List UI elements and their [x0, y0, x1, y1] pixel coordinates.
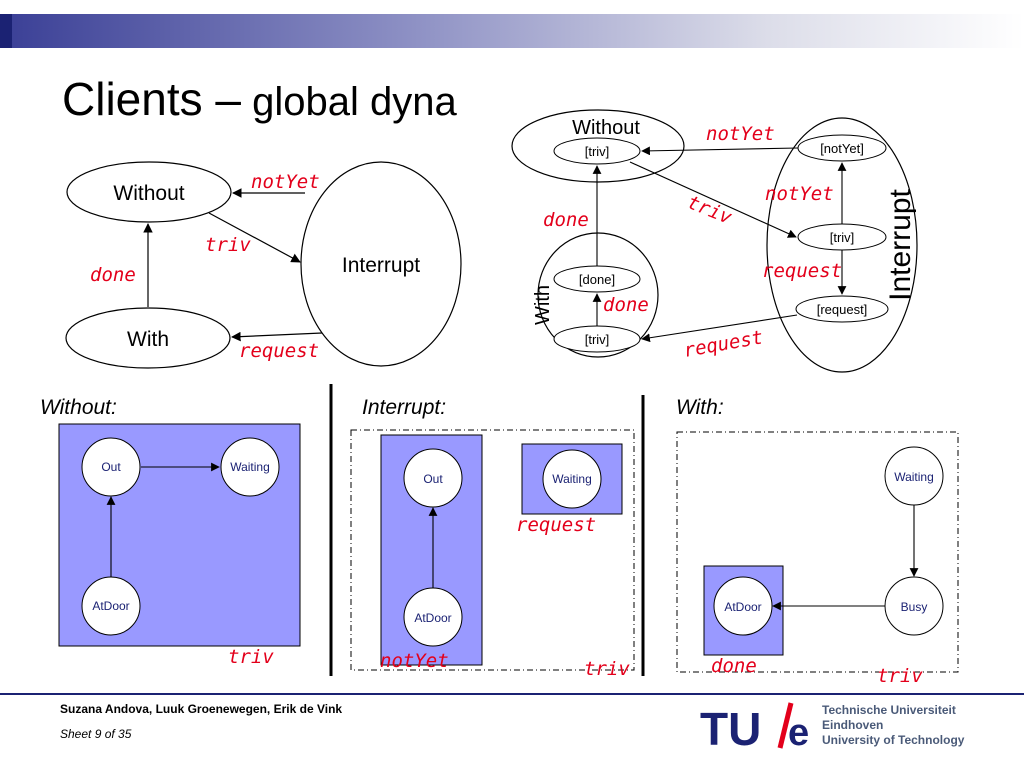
label-detail-request-right: request [762, 260, 842, 282]
node-waiting [542, 449, 602, 509]
panel-without: Without: Out Waiting AtDoor triv [40, 396, 301, 668]
label-panel-interrupt-notyet: notYet [380, 650, 449, 672]
node-out-label: Out [423, 472, 443, 486]
node-atdoor-label: AtDoor [724, 600, 761, 614]
node-triv-without-label: [triv] [585, 144, 610, 159]
node-atdoor-label: AtDoor [414, 611, 451, 625]
state-without [66, 161, 232, 223]
tue-logo-mark: TU [700, 703, 761, 754]
node-waiting-label: Waiting [894, 470, 934, 484]
slide-title: Clients – global dyna [62, 72, 457, 126]
footer-authors: Suzana Andova, Luuk Groenewegen, Erik de… [60, 702, 343, 716]
arrow-detail-notyet-top [641, 146, 799, 156]
arrow-detail-triv [629, 161, 797, 238]
state-interrupt [300, 161, 462, 367]
label-detail-triv: triv [684, 191, 735, 229]
label-panel-without-triv: triv [228, 646, 274, 668]
node-triv-interrupt-label: [triv] [830, 230, 855, 245]
detailed-dynamics-diagram: Without [triv] With [done] [triv] Interr… [511, 109, 918, 373]
panel-with: With: Waiting Busy AtDoor done triv [676, 396, 959, 687]
label-panel-interrupt-request: request [516, 514, 596, 536]
region-with-label: With [532, 285, 554, 325]
header-gradient-bar [0, 14, 1024, 48]
node-atdoor-label: AtDoor [92, 599, 129, 613]
label-triv: triv [205, 234, 251, 256]
node-triv-with-label: [triv] [585, 332, 610, 347]
node-waiting [220, 437, 280, 497]
node-atdoor [81, 576, 141, 636]
tue-line-3: University of Technology [822, 733, 965, 747]
label-detail-request-bottom: request [682, 326, 765, 362]
tue-logo-text: Technische Universiteit Eindhoven Univer… [822, 703, 964, 748]
node-out-label: Out [101, 460, 121, 474]
node-out [403, 448, 463, 508]
state-without-label: Without [113, 182, 184, 205]
panel-interrupt-frame [350, 429, 635, 671]
node-atdoor [713, 576, 773, 636]
state-with [65, 307, 231, 369]
label-detail-done-left: done [543, 209, 589, 231]
region-interrupt-label: Interrupt [884, 188, 917, 300]
state-with-label: With [127, 328, 169, 351]
label-panel-with-triv: triv [877, 665, 923, 687]
node-triv-without [553, 137, 641, 165]
node-out [81, 437, 141, 497]
label-panel-with-done: done [711, 655, 757, 677]
label-notyet: notYet [251, 171, 320, 193]
tue-logo-e: e [788, 712, 809, 754]
tue-line-2: Eindhoven [822, 718, 884, 732]
state-interrupt-label: Interrupt [342, 254, 420, 277]
label-panel-interrupt-triv: triv [584, 658, 630, 680]
label-detail-done-inner: done [603, 294, 649, 316]
global-dynamics-diagram: Without With Interrupt notYet triv done … [65, 161, 462, 369]
arrow-request [231, 331, 323, 342]
node-busy-label: Busy [901, 600, 928, 614]
tue-logo: TU e [700, 702, 809, 754]
footer-divider [0, 693, 1024, 695]
label-detail-notyet-right: notYet [765, 183, 834, 205]
panel-interrupt: Interrupt: Out Waiting AtDoor request no… [350, 396, 635, 680]
node-request-label: [request] [817, 302, 868, 317]
label-request: request [239, 340, 319, 362]
panel-with-heading: With: [676, 396, 724, 419]
label-done: done [90, 264, 136, 286]
node-busy [884, 576, 944, 636]
tue-line-1: Technische Universiteit [822, 703, 956, 717]
panel-interrupt-heading: Interrupt: [362, 396, 446, 419]
region-without-label: Without [572, 117, 640, 139]
node-request [795, 295, 889, 323]
label-detail-notyet-top: notYet [706, 123, 775, 145]
title-clients: Clients – [62, 73, 241, 125]
header-accent-block [0, 14, 12, 48]
node-atdoor [403, 587, 463, 647]
arrow-detail-request-bottom [641, 314, 798, 343]
node-done-label: [done] [579, 272, 615, 287]
arrow-triv [208, 212, 301, 263]
title-global-dynamics: global dyna [240, 80, 457, 124]
panel-without-heading: Without: [40, 396, 117, 419]
node-waiting-label: Waiting [230, 460, 270, 474]
node-waiting-label: Waiting [552, 472, 592, 486]
node-waiting [884, 446, 944, 506]
node-notyet-label: [notYet] [820, 141, 864, 156]
footer-sheet-number: Sheet 9 of 35 [60, 727, 132, 741]
tue-logo-slash [777, 702, 794, 749]
